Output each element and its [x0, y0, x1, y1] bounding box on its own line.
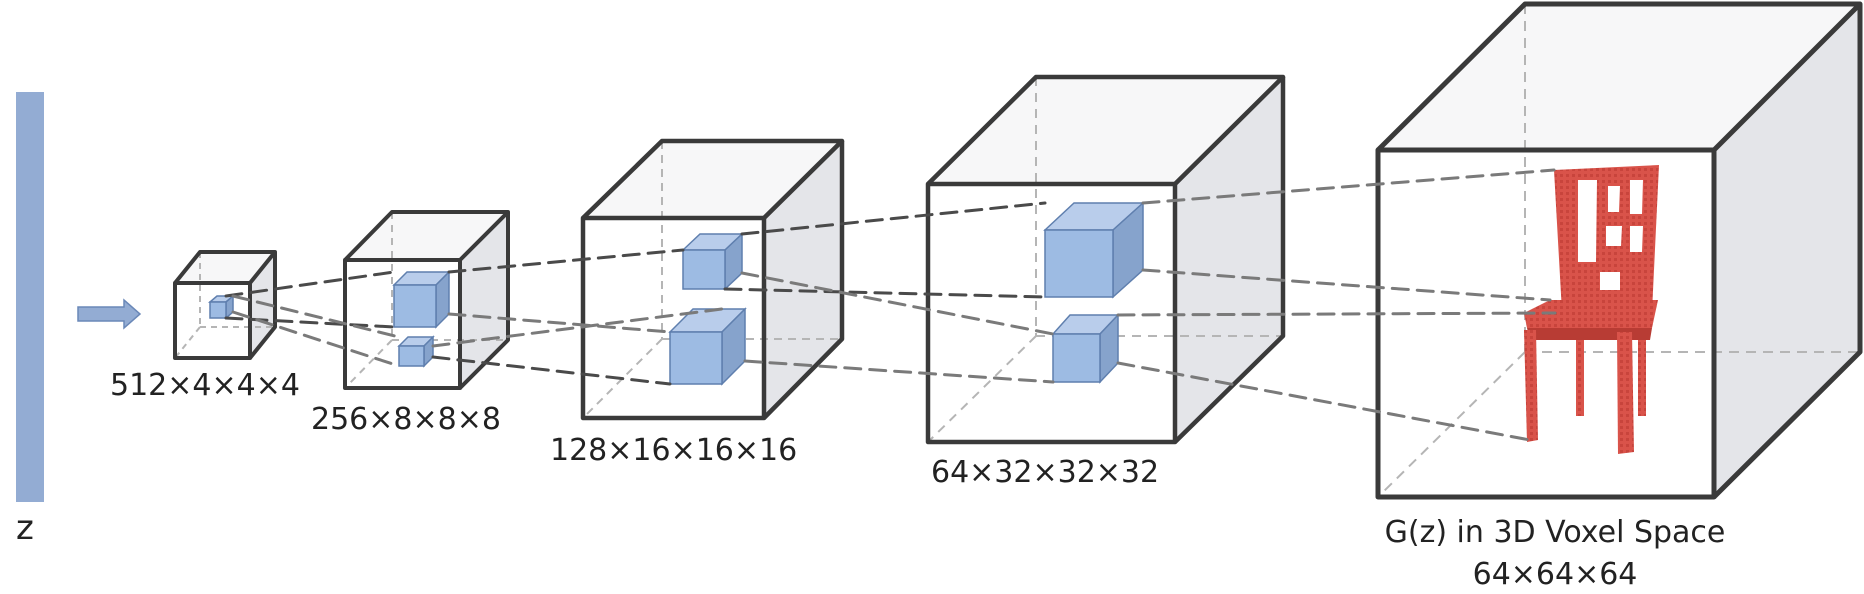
- output-dims-label: 64×64×64: [1472, 557, 1638, 592]
- kernel-cube: [668, 307, 747, 386]
- kernel-cube: [1051, 313, 1120, 384]
- cube-layer-3: [580, 138, 845, 421]
- input-arrow-icon: [77, 298, 142, 330]
- kernel-cube: [1043, 201, 1145, 299]
- cube-layer-1: [173, 250, 277, 360]
- output-title-label: G(z) in 3D Voxel Space: [1384, 515, 1726, 550]
- layer-4-dims-label: 64×32×32×32: [931, 455, 1160, 490]
- kernel-cube: [681, 232, 744, 291]
- kernel-cube: [392, 270, 451, 329]
- projection-lines: [224, 168, 1557, 442]
- voxel-chair: [1524, 165, 1659, 454]
- cube-layer-4: [925, 74, 1286, 445]
- layer-2-dims-label: 256×8×8×8: [311, 402, 501, 437]
- cube-output: [1375, 1, 1863, 500]
- layer-1-dims-label: 512×4×4×4: [110, 368, 300, 403]
- latent-vector-bar: [16, 92, 44, 502]
- latent-z-label: z: [16, 508, 34, 548]
- layer-3-dims-label: 128×16×16×16: [550, 433, 798, 468]
- kernel-cube: [397, 335, 435, 368]
- kernel-cube: [207, 294, 236, 320]
